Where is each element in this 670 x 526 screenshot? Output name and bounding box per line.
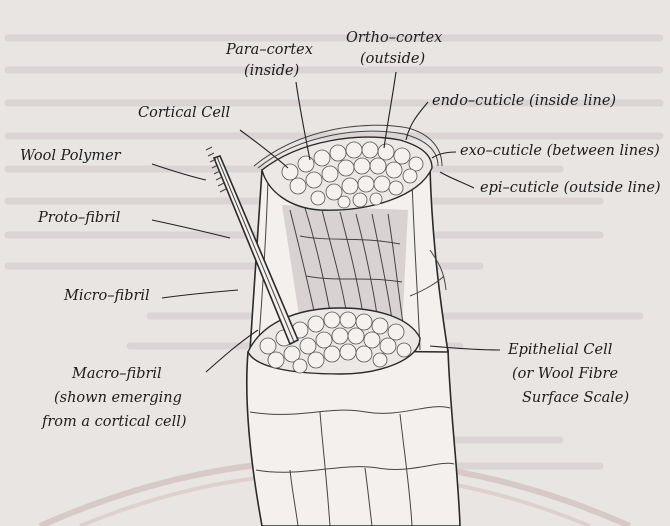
label-epithelial-cell: Epithelial Cell [508,342,612,359]
label-para-cortex: Para–cortex [226,42,313,59]
label-cortical-cell: Cortical Cell [138,105,230,122]
label-endo-cuticle: endo–cuticle (inside line) [432,93,616,110]
label-proto-fibril: Proto–fibril [38,210,120,227]
label-epi-cuticle: epi–cuticle (outside line) [480,180,661,197]
label-ortho-cortex: Ortho–cortex [346,30,442,47]
label-micro-fibril: Micro–fibril [64,288,150,305]
label-epithelial-cell-sub1: (or Wool Fibre [512,366,618,383]
label-macro-fibril-sub2: from a cortical cell) [42,414,187,431]
label-wool-polymer: Wool Polymer [20,148,121,165]
label-epithelial-cell-sub2: Surface Scale) [522,390,629,407]
label-macro-fibril: Macro–fibril [72,366,162,383]
label-exo-cuticle: exo–cuticle (between lines) [460,143,660,160]
label-ortho-cortex-sub: (outside) [360,51,425,68]
label-macro-fibril-sub1: (shown emerging [54,390,182,407]
label-para-cortex-sub: (inside) [244,63,299,80]
